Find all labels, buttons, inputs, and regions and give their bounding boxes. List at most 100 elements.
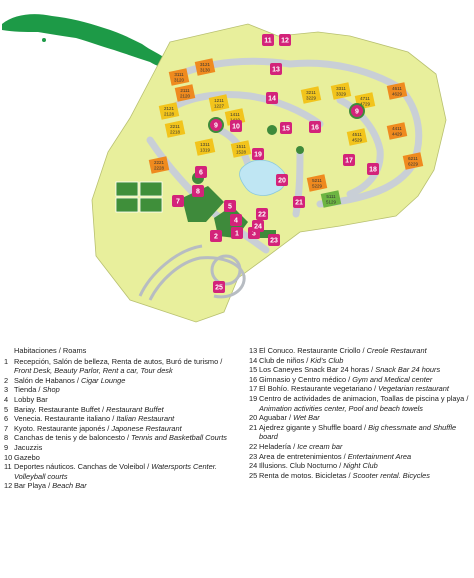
svg-text:4: 4 xyxy=(234,218,238,225)
svg-text:6229: 6229 xyxy=(408,162,419,167)
svg-text:24: 24 xyxy=(254,224,262,231)
svg-text:3229: 3229 xyxy=(306,96,317,101)
marker-7: 7 xyxy=(172,195,184,207)
svg-text:6211: 6211 xyxy=(408,156,418,161)
svg-text:10: 10 xyxy=(232,124,240,131)
svg-text:2221: 2221 xyxy=(154,160,165,165)
svg-text:5111: 5111 xyxy=(326,194,336,199)
legend-number: 13 xyxy=(249,346,258,355)
svg-text:4429: 4429 xyxy=(392,132,403,137)
marker-18: 18 xyxy=(367,163,379,175)
svg-text:1211: 1211 xyxy=(214,98,224,103)
legend-number: 20 xyxy=(249,413,258,423)
marker-12: 12 xyxy=(279,34,291,46)
svg-text:17: 17 xyxy=(345,158,353,165)
svg-text:3120: 3120 xyxy=(174,78,185,83)
svg-text:1528: 1528 xyxy=(236,150,247,155)
legend-number: 4 xyxy=(4,394,9,404)
room-buildings: 3111312031213130211121202121212822112218… xyxy=(148,58,424,208)
legend-item: 4 Lobby Bar xyxy=(4,395,240,405)
svg-text:5211: 5211 xyxy=(312,178,322,183)
marker-25: 25 xyxy=(213,281,225,293)
svg-text:4529: 4529 xyxy=(352,138,363,143)
legend-text: Illusions. Club Nocturno / Night Club xyxy=(259,461,378,471)
legend-text: El Conuco. Restaurante Criollo / Creole … xyxy=(259,346,427,355)
marker-11: 11 xyxy=(262,34,274,46)
svg-text:3111: 3111 xyxy=(174,72,184,77)
legend-number: 3 xyxy=(4,385,9,395)
marker-14: 14 xyxy=(266,92,278,104)
svg-text:15: 15 xyxy=(282,126,290,133)
svg-text:4629: 4629 xyxy=(392,92,403,97)
cuba-island-shape xyxy=(2,14,176,69)
marker-16: 16 xyxy=(309,121,321,133)
svg-text:12: 12 xyxy=(281,38,289,45)
legend-number: 2 xyxy=(4,375,9,385)
marker-9: 9 xyxy=(349,103,365,119)
svg-text:9: 9 xyxy=(355,109,359,116)
sports-courts xyxy=(115,181,163,213)
marker-19: 19 xyxy=(252,148,264,160)
legend-text: Jacuzzis xyxy=(14,442,43,452)
legend-text: Aguabar / Wet Bar xyxy=(259,413,320,423)
legend-text: Bariay. Restaurante Buffet / Restaurant … xyxy=(14,404,164,414)
marker-1: 1 xyxy=(231,227,243,239)
legend-text: Area de entretenimientos / Entertainment… xyxy=(259,451,412,461)
svg-text:3311: 3311 xyxy=(336,86,346,91)
parking-road xyxy=(138,244,246,301)
marker-22: 22 xyxy=(256,208,268,220)
legend-number: 5 xyxy=(4,404,9,414)
marker-6: 6 xyxy=(195,166,207,178)
svg-text:3121: 3121 xyxy=(200,62,211,67)
marker-8: 8 xyxy=(192,185,204,197)
svg-text:16: 16 xyxy=(311,125,319,132)
legend-text: Ajedrez gigante y Shuffle board / Big ch… xyxy=(259,422,457,442)
svg-text:22: 22 xyxy=(258,212,266,219)
svg-text:4711: 4711 xyxy=(360,96,370,101)
svg-text:1227: 1227 xyxy=(214,104,225,109)
legend-number: 7 xyxy=(4,423,9,433)
legend-text: Lobby Bar xyxy=(14,394,48,404)
svg-text:1311: 1311 xyxy=(200,142,210,147)
svg-text:23: 23 xyxy=(270,238,278,245)
marker-10: 10 xyxy=(230,120,242,132)
legend-number: 1 xyxy=(4,356,9,366)
svg-text:9: 9 xyxy=(214,123,218,130)
marker-21: 21 xyxy=(293,196,305,208)
legend-number: 15 xyxy=(249,365,258,375)
svg-text:1319: 1319 xyxy=(200,148,211,153)
legend-number: 14 xyxy=(249,355,258,365)
legend-number: 23 xyxy=(249,451,258,461)
legend-text: Venecia. Restaurante italiano / Italian … xyxy=(14,414,175,424)
svg-text:2120: 2120 xyxy=(180,94,191,99)
svg-text:5: 5 xyxy=(228,204,232,211)
marker-5: 5 xyxy=(224,200,236,212)
legend-number: 24 xyxy=(249,461,258,471)
legend-text: El Bohío. Restaurante vegetariano / Vege… xyxy=(259,384,449,394)
svg-text:3211: 3211 xyxy=(306,90,316,95)
